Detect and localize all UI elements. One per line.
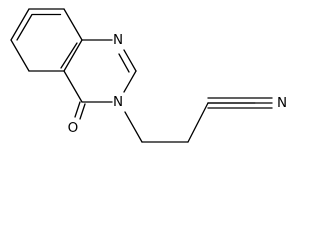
bond [123,49,137,72]
atom-label-n1: N [113,32,123,48]
bond [187,102,209,143]
carbonyl-group [74,101,86,120]
bond [63,39,83,72]
bond [10,39,30,72]
bond [79,103,86,120]
double-bond-inner [118,53,130,73]
atom-label-oxygen: O [68,120,79,136]
chemical-structure: N N O N [10,8,287,143]
atom-label-nitrile-nitrogen: N [277,95,287,111]
bond [63,8,83,41]
bond [124,111,143,143]
bond [74,101,81,118]
nitrile-side-chain [124,97,273,143]
bond [123,70,137,93]
benzene-ring [10,8,83,72]
double-bond-inner [16,13,33,41]
double-bond-inner [60,42,78,69]
atom-label-n3: N [113,94,123,110]
bond [63,70,83,103]
pyrimidinone-ring [63,39,137,103]
bond [10,8,30,41]
